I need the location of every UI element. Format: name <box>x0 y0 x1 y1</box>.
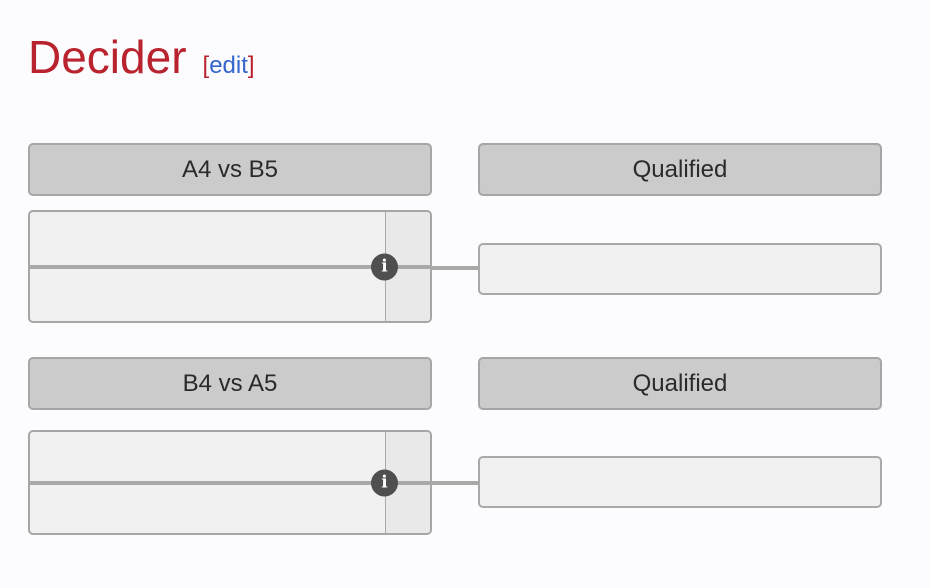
qualified-header-2: Qualified <box>478 357 882 410</box>
qualified-team-box-1 <box>478 243 882 295</box>
edit-bracket-open: [ <box>202 52 210 79</box>
team-name-bottom <box>40 483 376 534</box>
bracket-connector-line <box>430 266 478 270</box>
qualified-team-box-2 <box>478 456 882 508</box>
match-header-a4-vs-b5: A4 vs B5 <box>28 143 432 196</box>
section-heading-text: Decider <box>28 31 187 83</box>
bracket-divider-line <box>30 480 430 485</box>
match-box-2: i <box>28 430 432 535</box>
section-heading: Decider [edit] <box>28 30 255 84</box>
edit-link[interactable]: edit <box>209 52 248 79</box>
team-name-top <box>40 212 376 267</box>
bracket-divider-line <box>30 264 430 269</box>
info-icon[interactable]: i <box>371 469 398 496</box>
edit-bracket-close: ] <box>247 52 255 79</box>
team-name-bottom <box>40 267 376 322</box>
team-name-top <box>40 432 376 483</box>
info-icon[interactable]: i <box>371 253 398 280</box>
bracket-connector-line <box>430 481 478 485</box>
edit-section: [edit] <box>203 52 255 79</box>
match-box-1: i <box>28 210 432 323</box>
qualified-header-1: Qualified <box>478 143 882 196</box>
match-header-b4-vs-a5: B4 vs A5 <box>28 357 432 410</box>
